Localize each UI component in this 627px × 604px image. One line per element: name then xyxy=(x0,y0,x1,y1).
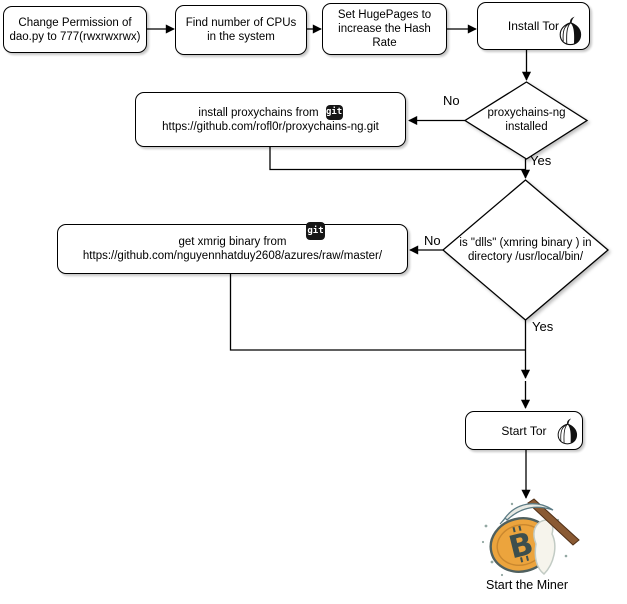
node-install-proxychains: install proxychains from git https://git… xyxy=(135,92,406,147)
node-text: Change Permission of xyxy=(18,16,132,29)
decision-proxychains-diamond xyxy=(463,81,589,160)
git-badge-icon: git xyxy=(306,222,325,240)
node-text: Install Tor xyxy=(507,19,560,33)
node-start-tor: Start Tor xyxy=(465,411,583,450)
connector-proxychains-merge xyxy=(269,147,526,171)
node-text: https://github.com/nguyennhatduy2608/azu… xyxy=(82,250,383,262)
git-badge-icon: git xyxy=(325,105,343,120)
node-text: Rate xyxy=(372,37,397,49)
bitcoin-miner-pickaxe-icon: B xyxy=(481,498,580,577)
node-text: https://github.com/rofl0r/proxychains-ng… xyxy=(162,121,379,133)
node-text: dao.py to 777(rwxrwxrwx) xyxy=(9,30,141,43)
decision-xmrig-text: is "dlls" (xmring binary ) in directory … xyxy=(459,237,592,263)
node-text: install proxychains from xyxy=(198,106,319,119)
node-text: get xmrig binary from xyxy=(178,236,287,248)
edge-label-no: No xyxy=(443,93,460,108)
tor-onion-icon xyxy=(559,16,582,46)
node-set-hugepages: Set HugePages to increase the Hash Rate xyxy=(322,3,447,55)
edge-label-no: No xyxy=(424,233,441,248)
decision-proxychains-text: proxychains-ng installed xyxy=(487,107,566,133)
connector-xmrig-merge xyxy=(229,274,526,351)
node-text: Find number of CPUs xyxy=(185,17,297,29)
node-text: in the system xyxy=(207,31,275,43)
edge-label-yes: Yes xyxy=(530,153,552,168)
edge-label-yes: Yes xyxy=(532,319,554,334)
node-text: Set HugePages to xyxy=(337,9,432,21)
start-miner-label: Start the Miner xyxy=(486,578,568,592)
node-change-permission: Change Permission of dao.py to 777(rwxrw… xyxy=(3,6,147,53)
decision-xmrig-diamond xyxy=(441,179,610,321)
tor-onion-icon xyxy=(557,418,578,445)
node-install-tor: Install Tor xyxy=(477,2,590,50)
node-get-xmrig: git get xmrig binary from https://github… xyxy=(57,222,408,274)
node-text: Start Tor xyxy=(501,423,547,438)
node-find-cpus: Find number of CPUs in the system xyxy=(175,5,307,55)
node-text: increase the Hash xyxy=(338,23,431,35)
